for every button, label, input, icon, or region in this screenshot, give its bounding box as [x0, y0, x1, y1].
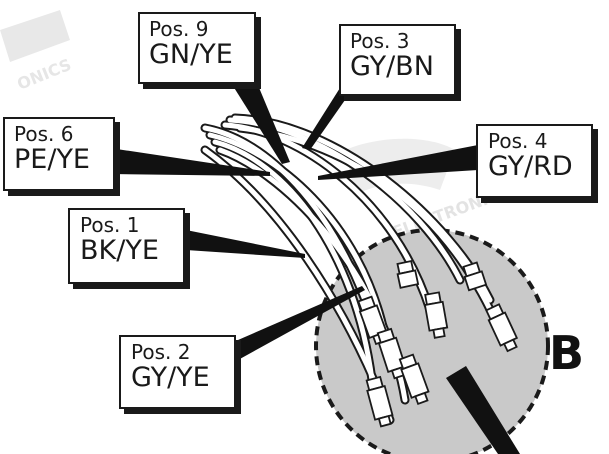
label-pos3-code: GY/BN — [350, 51, 434, 82]
label-pos6-position: Pos. 6 — [14, 122, 74, 146]
label-pos2-position: Pos. 2 — [131, 340, 191, 364]
terminal — [485, 303, 519, 353]
leader-pos9 — [228, 78, 290, 164]
label-pos2-code: GY/YE — [131, 362, 210, 393]
label-pos6-code: PE/YE — [14, 144, 90, 175]
leader-pos1 — [186, 230, 305, 258]
terminal — [365, 375, 394, 428]
label-pos9-position: Pos. 9 — [149, 17, 209, 41]
label-pos9-code: GN/YE — [149, 39, 233, 70]
leader-b — [446, 366, 520, 454]
label-pos4-position: Pos. 4 — [488, 129, 548, 153]
terminals — [357, 259, 519, 428]
terminal — [376, 327, 407, 380]
svg-text:ONICS: ONICS — [14, 55, 74, 94]
label-pos3: Pos. 3 GY/BN — [339, 24, 456, 96]
terminal — [398, 353, 430, 406]
leader-pos6 — [110, 148, 270, 176]
label-pos3-position: Pos. 3 — [350, 29, 410, 53]
label-pos9: Pos. 9 GN/YE — [138, 12, 256, 84]
label-pos4: Pos. 4 GY/RD — [476, 124, 593, 198]
label-pos6: Pos. 6 PE/YE — [3, 117, 115, 191]
label-pos1-position: Pos. 1 — [80, 213, 140, 237]
terminal — [396, 259, 420, 289]
label-pos1-code: BK/YE — [80, 235, 159, 266]
detail-callout-label: B — [549, 326, 585, 380]
leader-pos4 — [318, 145, 478, 180]
terminal — [423, 291, 449, 339]
label-pos4-code: GY/RD — [488, 151, 573, 182]
label-pos2: Pos. 2 GY/YE — [119, 335, 236, 409]
leader-pos3 — [302, 80, 345, 150]
leader-pos2 — [238, 286, 365, 360]
label-pos1: Pos. 1 BK/YE — [68, 208, 185, 284]
leader-lines — [110, 78, 520, 454]
terminal — [462, 261, 488, 292]
